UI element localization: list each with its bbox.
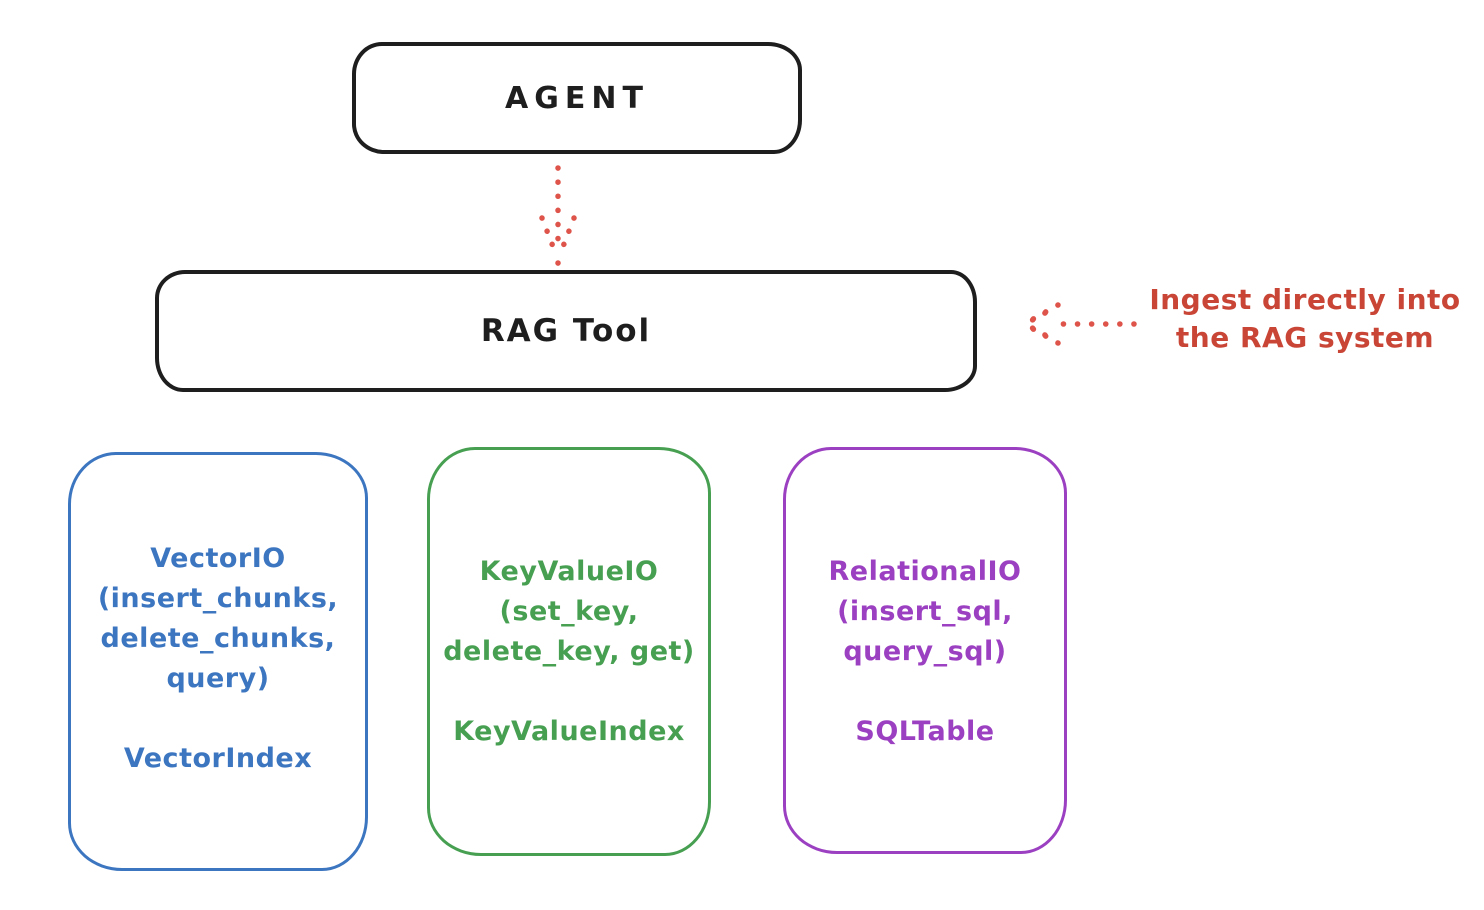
annotation-line-1: Ingest directly into [1149,283,1461,316]
annotation-line-2: the RAG system [1175,321,1435,354]
vector-io-node: VectorIO (insert_chunks, delete_chunks, … [68,452,368,871]
rag-tool-label: RAG Tool [480,313,652,349]
io-line: KeyValueIO [479,556,659,587]
index-label: VectorIndex [123,743,313,774]
index-label: KeyValueIndex [453,716,685,747]
dotted-down-arrow-icon [539,165,577,266]
io-line: query) [166,663,270,694]
relational-io-node: RelationalIO (insert_sql, query_sql) SQL… [783,447,1067,854]
io-line: query_sql) [843,636,1007,667]
annotation-ingest: Ingest directly into the RAG system [1135,281,1475,357]
rag-tool-node: RAG Tool [155,270,977,392]
io-line: VectorIO [150,543,286,574]
io-line: RelationalIO [828,556,1022,587]
io-line: (insert_chunks, [97,583,339,614]
agent-label: AGENT [505,80,649,116]
io-line: (set_key, [499,596,639,627]
io-line: delete_key, get) [443,636,695,667]
index-label: SQLTable [855,716,995,747]
agent-node: AGENT [352,42,802,154]
io-line: (insert_sql, [837,596,1013,627]
keyvalue-io-node: KeyValueIO (set_key, delete_key, get) Ke… [427,447,711,856]
dotted-left-arrow-icon [1023,302,1137,346]
io-line: delete_chunks, [100,623,336,654]
